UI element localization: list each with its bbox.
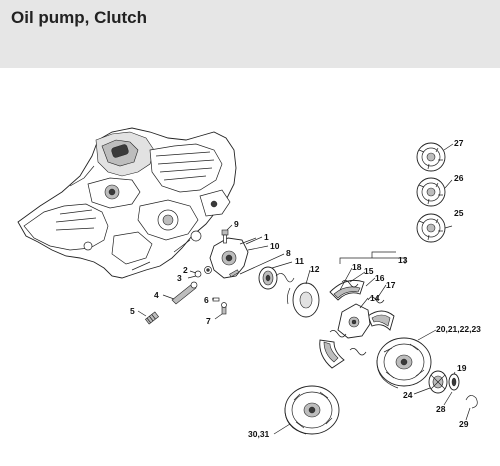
oil-pump-group — [145, 229, 320, 325]
label-part-17: 17 — [386, 280, 396, 290]
label-part-27: 27 — [454, 138, 464, 148]
label-part-10: 10 — [270, 241, 280, 251]
label-part-1: 1 — [264, 232, 269, 242]
label-part-2: 2 — [183, 265, 188, 275]
rim-sprocket-drum — [284, 385, 340, 435]
label-part-7: 7 — [206, 316, 211, 326]
label-part-12: 12 — [310, 264, 320, 274]
label-part-26: 26 — [454, 173, 464, 183]
label-part-4: 4 — [154, 290, 159, 300]
label-part-24: 24 — [403, 390, 413, 400]
clutch-drum — [376, 337, 432, 389]
label-part-20-21-22-23: 20,21,22,23 — [436, 324, 481, 334]
label-part-11: 11 — [295, 256, 304, 266]
sprocket-25 — [416, 213, 446, 243]
leader-lines — [137, 143, 471, 435]
label-part-18: 18 — [352, 262, 362, 272]
label-part-14: 14 — [370, 293, 380, 303]
clutch-group — [319, 279, 395, 369]
needle-cage-and-washers — [428, 370, 478, 409]
label-part-16: 16 — [375, 273, 385, 283]
label-part-8: 8 — [286, 248, 291, 258]
label-part-29: 29 — [459, 419, 469, 429]
label-part-28: 28 — [436, 404, 446, 414]
engine-housing — [17, 127, 237, 279]
header-bar: Oil pump, Clutch — [0, 0, 500, 68]
label-part-3: 3 — [177, 273, 182, 283]
label-part-19: 19 — [457, 363, 467, 373]
sprocket-27 — [416, 142, 446, 172]
part-labels: 1 2 3 4 5 6 7 8 9 10 11 12 13 14 15 16 1… — [130, 138, 481, 439]
label-part-9: 9 — [234, 219, 239, 229]
label-part-25: 25 — [454, 208, 464, 218]
page-title: Oil pump, Clutch — [11, 8, 147, 27]
label-part-30-31: 30,31 — [248, 429, 270, 439]
label-part-13: 13 — [398, 255, 408, 265]
label-part-6: 6 — [204, 295, 209, 305]
sprocket-26 — [416, 177, 446, 207]
label-part-5: 5 — [130, 306, 135, 316]
label-part-15: 15 — [364, 266, 374, 276]
